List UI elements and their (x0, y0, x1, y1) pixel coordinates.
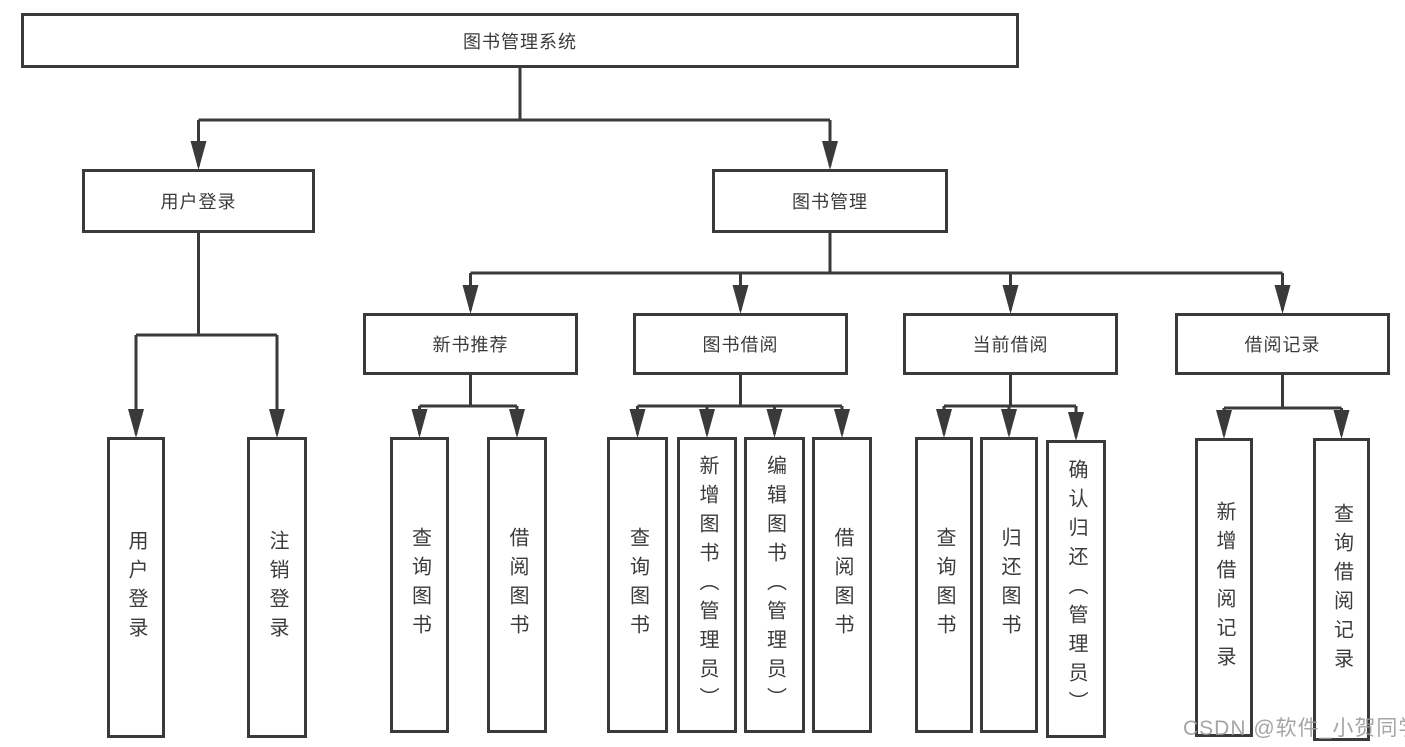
arrowhead-icon (128, 409, 144, 438)
arrowhead-icon (190, 141, 207, 170)
node-label: 归还图书 (998, 527, 1020, 643)
node-label: 图书借阅 (702, 335, 779, 355)
node-label: 注销登录 (266, 529, 288, 646)
node-label: 新增借阅记录 (1213, 500, 1235, 675)
node-label: 查询图书 (933, 527, 955, 643)
node-library-management-system: 图书管理系统 (21, 13, 1019, 68)
node-book-borrowing: 图书借阅 (633, 313, 848, 375)
arrowhead-icon (1274, 285, 1291, 314)
node-label: 编辑图书（管理员） (763, 454, 786, 716)
node-label: 用户登录 (160, 192, 237, 212)
arrowhead-icon (1216, 410, 1232, 439)
node-user-login: 用户登录 (82, 169, 315, 233)
node-leaf-borrow-books: 借阅图书 (812, 437, 872, 733)
arrowhead-icon (411, 409, 428, 438)
node-book-management: 图书管理 (712, 169, 948, 233)
arrowhead-icon (1002, 285, 1019, 314)
node-leaf-return-books: 归还图书 (980, 437, 1038, 733)
arrowhead-icon (834, 409, 850, 438)
node-label: 查询图书 (408, 527, 431, 643)
arrowhead-icon (766, 409, 783, 438)
node-leaf-query-borrow-record: 查询借阅记录 (1313, 438, 1370, 741)
node-label: 图书管理 (792, 192, 868, 212)
node-leaf-user-login: 用户登录 (107, 437, 165, 738)
arrowhead-icon (732, 285, 749, 314)
node-leaf-edit-books-admin: 编辑图书（管理员） (744, 437, 805, 733)
arrowhead-icon (509, 409, 525, 438)
arrowhead-icon (936, 409, 952, 438)
node-leaf-add-borrow-record: 新增借阅记录 (1195, 438, 1253, 737)
arrowhead-icon (1001, 409, 1017, 438)
node-leaf-query-books-current: 查询图书 (915, 437, 973, 733)
node-label: 查询图书 (626, 527, 649, 643)
arrowhead-icon (822, 141, 838, 170)
arrowhead-icon (699, 409, 715, 438)
node-leaf-add-books-admin: 新增图书（管理员） (677, 437, 737, 733)
arrowhead-icon (629, 409, 646, 438)
node-leaf-logout: 注销登录 (247, 437, 307, 738)
node-label: 借阅图书 (506, 527, 528, 643)
node-label: 图书管理系统 (463, 31, 577, 52)
node-label: 新增图书（管理员） (696, 454, 718, 716)
node-current-borrowing: 当前借阅 (903, 313, 1118, 375)
arrowhead-icon (1333, 410, 1350, 439)
node-new-book-recommend: 新书推荐 (363, 313, 578, 375)
node-borrow-record: 借阅记录 (1175, 313, 1390, 375)
arrowhead-icon (462, 285, 479, 314)
node-label: 借阅记录 (1244, 335, 1321, 355)
node-label: 确认归还（管理员） (1065, 458, 1087, 720)
arrowhead-icon (1068, 412, 1084, 441)
node-label: 当前借阅 (972, 335, 1049, 355)
node-leaf-borrow-books-recommend: 借阅图书 (487, 437, 547, 733)
node-leaf-query-books-recommend: 查询图书 (390, 437, 449, 733)
node-leaf-confirm-return-admin: 确认归还（管理员） (1046, 440, 1106, 738)
node-label: 用户登录 (125, 529, 147, 646)
csdn-watermark: CSDN @软件_小贺同学 (1183, 717, 1405, 740)
node-label: 新书推荐 (432, 335, 509, 355)
node-leaf-query-books-borrowing: 查询图书 (607, 437, 668, 733)
node-label: 查询借阅记录 (1330, 502, 1353, 677)
arrowhead-icon (269, 409, 285, 438)
node-label: 借阅图书 (831, 527, 853, 643)
